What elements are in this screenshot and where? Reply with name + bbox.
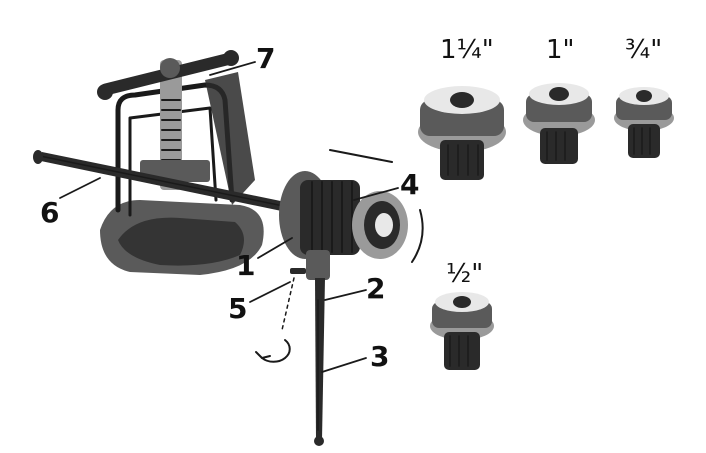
callout-2: 2 bbox=[366, 272, 385, 305]
callout-6: 6 bbox=[40, 196, 59, 229]
ratchet-handle bbox=[306, 250, 330, 446]
die-size-label-1-2: ½" bbox=[446, 259, 483, 289]
pipe-vise bbox=[97, 50, 264, 275]
leader-lines bbox=[59, 61, 399, 373]
die-1-2 bbox=[430, 292, 494, 370]
handle-rod bbox=[33, 150, 300, 214]
callout-5: 5 bbox=[228, 292, 247, 325]
callout-7: 7 bbox=[256, 42, 275, 75]
die-size-label-1-1-4: 1¼" bbox=[440, 35, 494, 65]
callout-3: 3 bbox=[370, 340, 389, 373]
callout-4: 4 bbox=[400, 168, 419, 201]
die-3-4 bbox=[614, 87, 674, 158]
pawl-direction-indicator bbox=[255, 268, 306, 363]
die-size-label-3-4: ¾" bbox=[625, 35, 662, 65]
callout-1: 1 bbox=[236, 249, 255, 282]
die-1-1-4 bbox=[418, 86, 506, 180]
die-size-label-1: 1" bbox=[546, 35, 575, 65]
die-1 bbox=[523, 83, 595, 164]
die-head-assembly bbox=[279, 149, 424, 263]
